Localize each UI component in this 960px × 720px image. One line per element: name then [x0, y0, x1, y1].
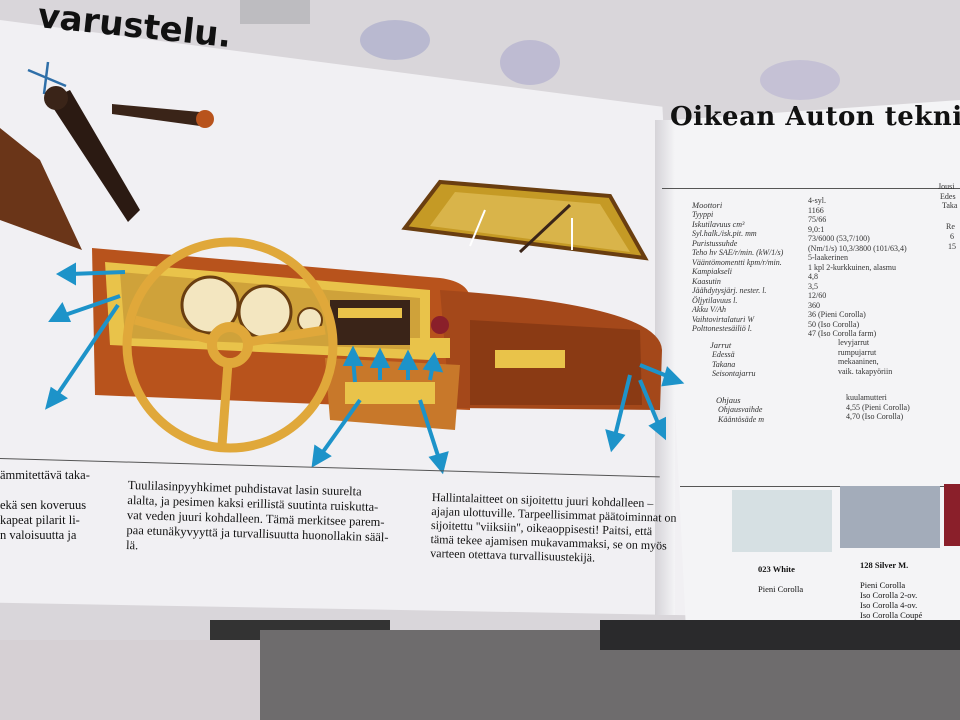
spec-label: Vaihtovirtalaturi W [692, 314, 754, 324]
spec-value: vaik. takapyöriin [838, 366, 893, 376]
spec-label: Takana [712, 359, 736, 369]
spec-label: Öljytilavuus l. [692, 295, 738, 305]
spec-value: 1 kpl 2-kurkkuinen, alasmu [808, 262, 896, 272]
spec-label: Vääntömomentti kpm/r/min. [692, 257, 782, 267]
body-text-left: ämmitettävä taka- ekä sen koveruus kapea… [0, 468, 90, 542]
edge-fragment: 15 [948, 242, 956, 251]
dark-band [600, 620, 960, 650]
steering-header: Ohjaus [716, 395, 741, 405]
glovebox-handle [495, 350, 565, 368]
spec-value: mekaaninen, [838, 357, 879, 366]
spec-label: Seisontajarru [712, 369, 756, 378]
spec-value: levyjarrut [838, 338, 870, 347]
spec-value: 73/6000 (53,7/100) [808, 234, 870, 243]
spec-value: 4,55 (Pieni Corolla) [846, 402, 910, 412]
tablecloth-flower [760, 60, 840, 100]
table-edge [0, 640, 260, 720]
spec-label: Kampiakseli [692, 267, 732, 276]
spec-value: 3,5 [808, 281, 818, 291]
divider-right-top [662, 188, 960, 189]
spec-label: Teho hv SAE/r/min. (kW/1/s) [692, 248, 784, 257]
spec-value: 4,8 [808, 272, 818, 281]
edge-fragment: Edes [940, 192, 956, 201]
color-swatch-red [944, 484, 960, 546]
color-code: 128 Silver M. [860, 560, 909, 570]
ashtray [410, 338, 450, 358]
engine-labels: Tyyppi Iskutilavuus cm³ Syl.halk./isk.pi… [692, 210, 832, 334]
spec-label: Jäähdytysjärj. nester. l. [692, 286, 767, 295]
steering-values: kuulamutteri 4,55 (Pieni Corolla) 4,70 (… [846, 393, 910, 422]
edge-fragment: 6 [950, 232, 954, 241]
heater-controls [345, 382, 435, 404]
grey-cover-corner [240, 0, 310, 24]
color-models: Pieni Corolla [758, 584, 804, 594]
column-shroud [0, 128, 82, 250]
edge-fragment: Re [946, 222, 955, 231]
brakes-values: levyjarrut rumpujarrut mekaaninen, vaik.… [838, 338, 892, 376]
spec-value: 47 (Iso Corolla farm) [808, 329, 877, 338]
light-stalk-icon [112, 104, 200, 126]
wiper-stalk-icon [48, 90, 140, 222]
color-models: Pieni Corolla Iso Corolla 2-ov. Iso Coro… [860, 580, 923, 620]
dashboard-body [92, 248, 662, 430]
spec-value: kuulamutteri [846, 393, 887, 402]
spec-value: 9,0:1 [808, 224, 825, 234]
spec-value: 1166 [808, 205, 824, 215]
spec-value: 36 (Pieni Corolla) [808, 310, 866, 319]
spec-value: 4-syl. [808, 196, 826, 205]
spec-label: Syl.halk./isk.pit. mm [692, 229, 757, 238]
spec-value: 12/60 [808, 291, 827, 300]
spec-label: Tyyppi [692, 210, 714, 219]
spec-value: 4,70 (Iso Corolla) [846, 412, 904, 421]
color-label-silver: 128 Silver M. Pieni Corolla Iso Corolla … [860, 550, 922, 620]
spec-label: Kaasutin [692, 276, 721, 286]
engine-values: 4-syl. 1166 75/66 9,0:1 73/6000 (53,7/10… [808, 196, 933, 339]
spec-value: 5-laakerinen [808, 253, 848, 262]
spec-label: Puristussuhde [692, 238, 738, 248]
spec-value: 50 (Iso Corolla) [808, 319, 860, 329]
body-text-middle: Tuulilasinpyyhkimet puhdistavat lasin su… [125, 478, 389, 553]
spec-label: Ohjausvaihde [718, 405, 763, 414]
specs-title: Oikean Auton tekniset [670, 102, 960, 132]
windshield-illustration [401, 179, 649, 261]
brakes-labels: Edessä Takana Seisontajarru [712, 350, 756, 379]
color-code: 023 White [758, 564, 795, 574]
gauge-cluster [180, 275, 449, 340]
edge-fragment: Jousi [938, 182, 955, 191]
body-text-right: Hallintalaitteet on sijoitettu juuri koh… [430, 490, 677, 565]
spec-label: Akku V/Ah [692, 305, 726, 314]
color-swatch-silver [840, 486, 940, 548]
spec-value: (Nm/1/s) 10,3/3800 (101/63,4) [808, 243, 907, 253]
spec-value: 75/66 [808, 215, 827, 224]
airflow-arrows [45, 262, 685, 475]
tablecloth-flower [360, 20, 430, 60]
spec-value: 360 [808, 300, 820, 310]
edge-fragment: Taka [942, 201, 958, 210]
spec-value: rumpujarrut [838, 347, 877, 357]
spec-label: Edessä [712, 350, 735, 359]
brakes-header: Jarrut [710, 340, 732, 350]
spec-label: Kääntösäde m [718, 414, 764, 424]
steering-labels: Ohjausvaihde Kääntösäde m [718, 405, 764, 424]
spec-label: Iskutilavuus cm³ [692, 219, 745, 229]
adjust-cross-icon [27, 61, 67, 95]
brochure-spine [655, 120, 675, 615]
tablecloth-flower [500, 40, 560, 85]
engine-header: Moottori [692, 200, 723, 210]
radio-unit [330, 300, 410, 345]
color-swatch-white [732, 490, 832, 552]
divider-right-bottom [680, 486, 960, 487]
color-label-white: 023 White Pieni Corolla [758, 554, 803, 594]
spec-label: Polttonestesäiliö l. [692, 324, 752, 333]
steering-wheel [122, 237, 338, 453]
